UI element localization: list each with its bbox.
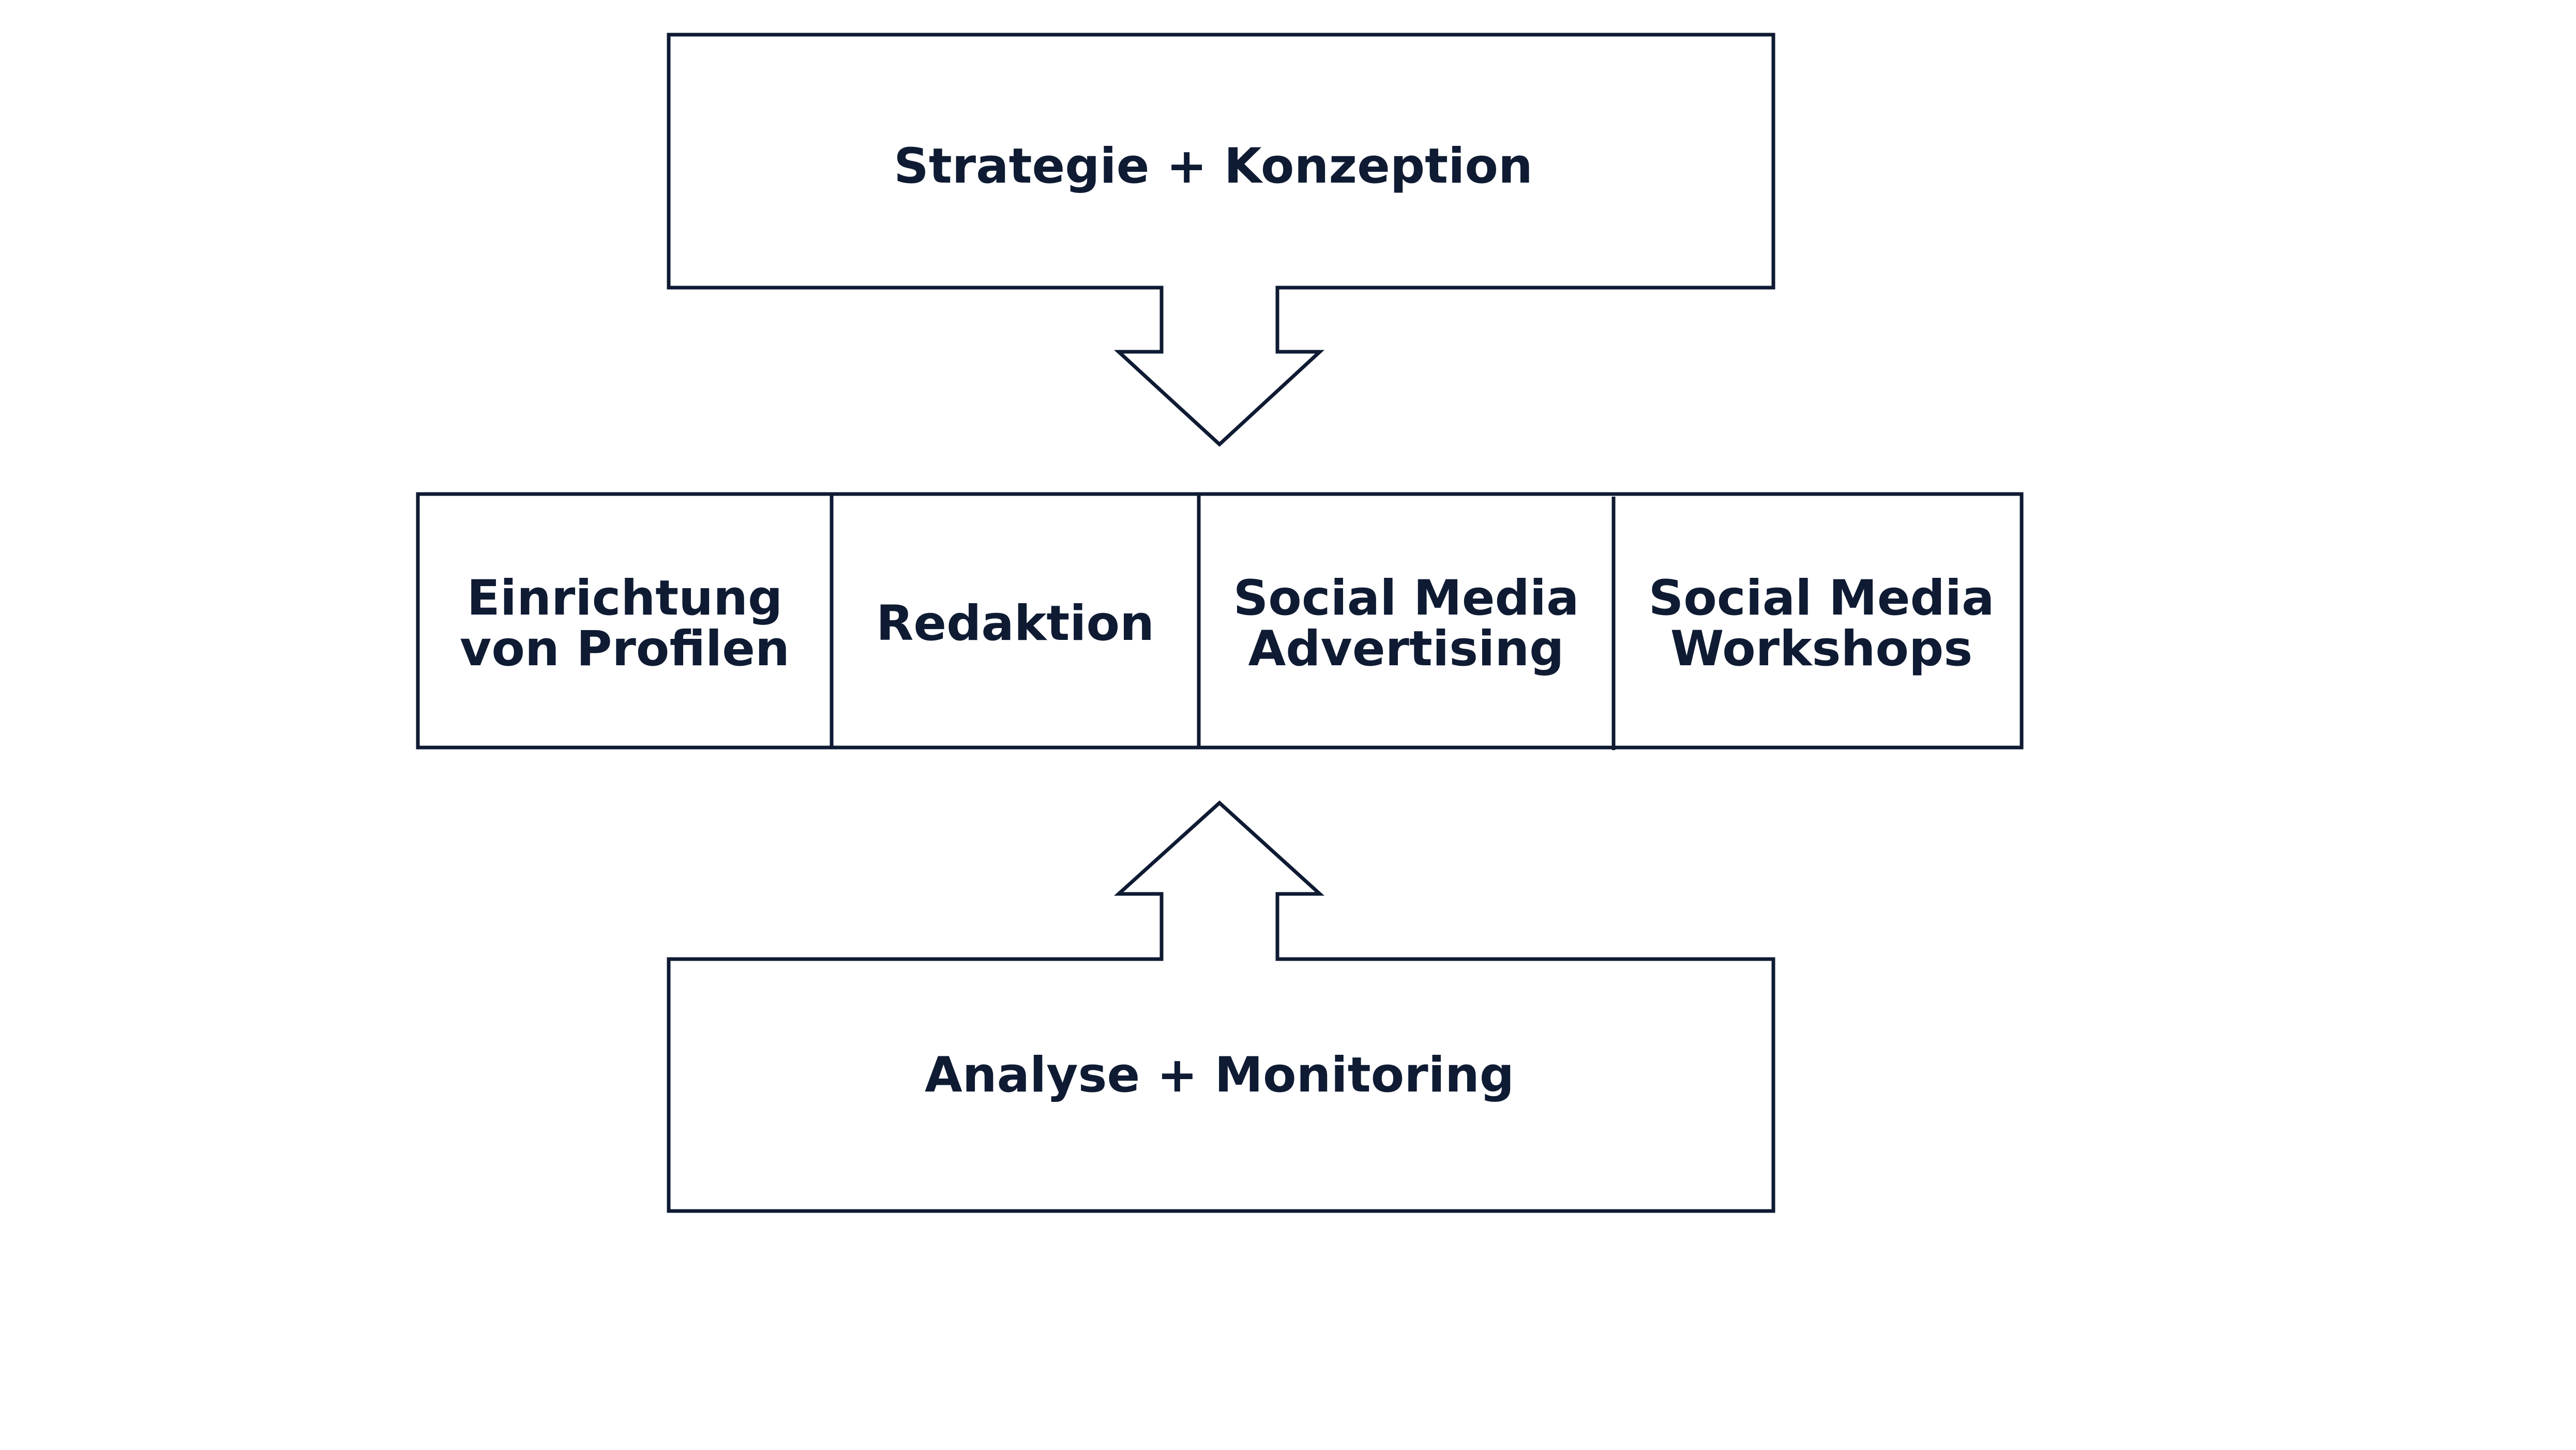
service-cell-advertising-line2: Advertising [1248,621,1564,677]
analysis-label: Analyse + Monitoring [925,1047,1514,1103]
analysis-node: Analyse + Monitoring [667,800,1775,1213]
service-cell-profiles-line2: von Profilen [460,621,790,677]
strategy-callout-shape [667,33,1775,447]
service-cell-editorial-label: Redaktion [876,595,1154,652]
service-cell-profiles: Einrichtung von Profilen [460,570,790,677]
service-cell-advertising: Social Media Advertising [1233,570,1579,677]
service-cell-workshops-line1: Social Media [1649,570,1995,626]
strategy-node: Strategie + Konzeption [667,33,1775,447]
strategy-label: Strategie + Konzeption [894,138,1533,195]
service-cell-advertising-line1: Social Media [1233,570,1579,626]
analysis-callout-shape [667,800,1775,1213]
services-row-frame [416,492,2024,750]
service-cell-workshops-line2: Workshops [1670,621,1972,677]
service-cell-profiles-line1: Einrichtung [467,570,783,626]
service-cell-workshops: Social Media Workshops [1649,570,1995,677]
services-row: Einrichtung von Profilen Redaktion Socia… [416,492,2024,750]
service-cell-editorial: Redaktion [876,595,1154,652]
